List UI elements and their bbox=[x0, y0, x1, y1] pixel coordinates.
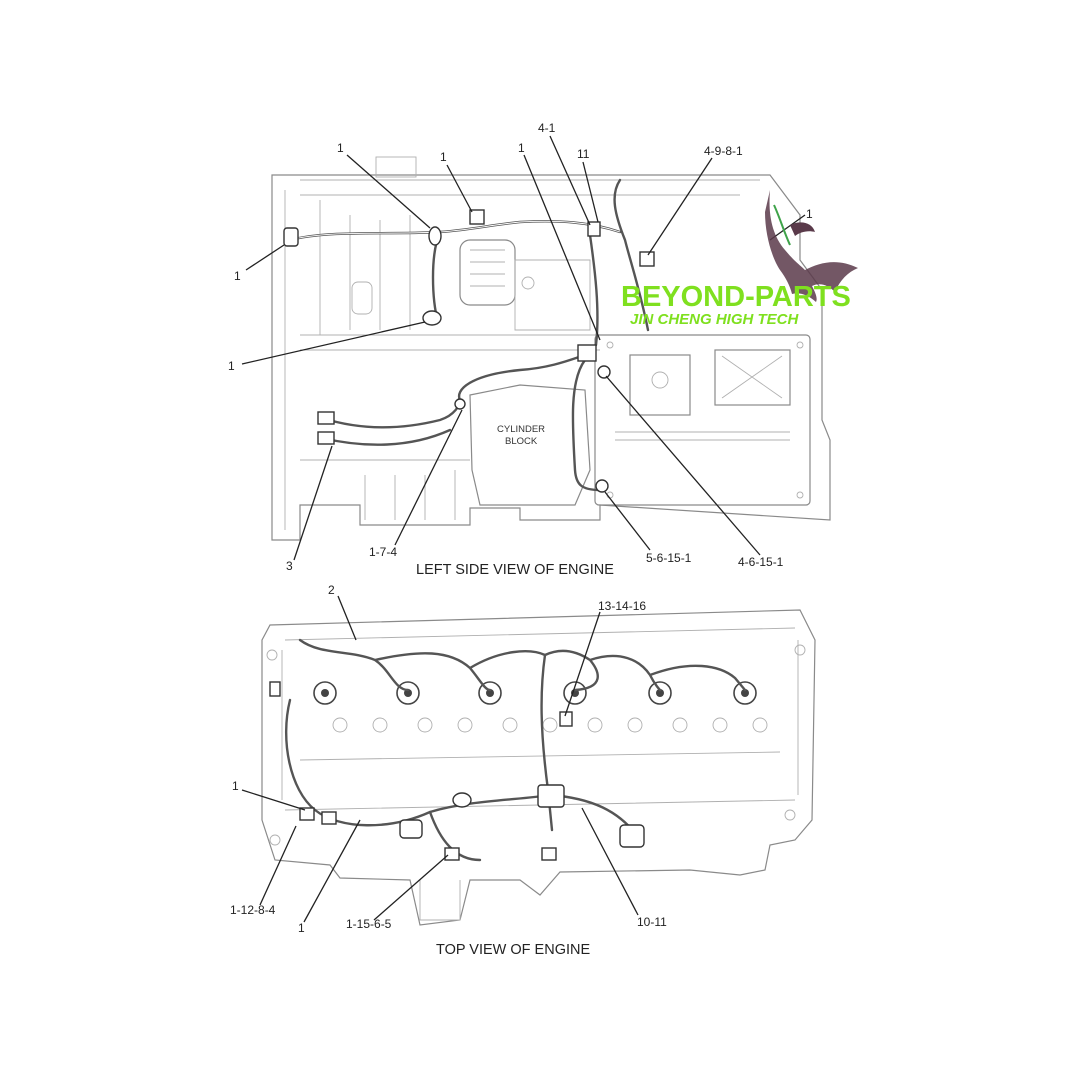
callout-13-14-16: 13-14-16 bbox=[598, 599, 646, 613]
eagle-icon bbox=[765, 190, 858, 302]
callout-5-6-15-1: 5-6-15-1 bbox=[646, 551, 692, 565]
top-view: 2 13-14-16 1 1-12-8-4 1 1-15-6-5 10-11 T… bbox=[230, 583, 816, 958]
callout-4-6-15-1: 4-6-15-1 bbox=[738, 555, 784, 569]
watermark-brand: BEYOND-PARTS bbox=[621, 281, 851, 313]
left-side-view-title: LEFT SIDE VIEW OF ENGINE bbox=[416, 562, 614, 578]
cylinder-valve bbox=[648, 681, 672, 705]
callout-3: 3 bbox=[286, 559, 293, 573]
cylinder-valve bbox=[313, 681, 337, 705]
left-side-view: 4-1 1 1 1 11 4-9-8-1 1 1 1 1-7-4 3 5-6-1… bbox=[228, 121, 831, 578]
callout-1: 1 bbox=[228, 359, 235, 373]
callout-1-15-6-5: 1-15-6-5 bbox=[346, 917, 392, 931]
watermark-tagline: JIN CHENG HIGH TECH bbox=[630, 311, 800, 328]
cylinder-block-label: CYLINDER bbox=[497, 424, 545, 435]
callout-1-12-8-4: 1-12-8-4 bbox=[230, 903, 276, 917]
callout-1: 1 bbox=[518, 141, 525, 155]
callout-1: 1 bbox=[440, 150, 447, 164]
callout-1: 1 bbox=[337, 141, 344, 155]
cylinder-valve bbox=[396, 681, 420, 705]
callout-1: 1 bbox=[232, 779, 239, 793]
cylinder-valve bbox=[563, 681, 587, 705]
callout-11: 11 bbox=[577, 147, 590, 161]
callout-1: 1 bbox=[234, 269, 241, 283]
callout-4-1: 4-1 bbox=[538, 121, 556, 135]
callout-1: 1 bbox=[298, 921, 305, 935]
callout-4-9-8-1: 4-9-8-1 bbox=[704, 144, 743, 158]
top-view-title: TOP VIEW OF ENGINE bbox=[436, 942, 590, 958]
callout-1: 1 bbox=[806, 207, 813, 221]
callout-1-7-4: 1-7-4 bbox=[369, 545, 397, 559]
watermark: BEYOND-PARTS JIN CHENG HIGH TECH bbox=[621, 190, 858, 328]
callout-10-11: 10-11 bbox=[637, 915, 667, 929]
callout-2: 2 bbox=[328, 583, 335, 597]
cylinder-block-label: BLOCK bbox=[505, 436, 538, 447]
cylinder-valve bbox=[733, 681, 757, 705]
